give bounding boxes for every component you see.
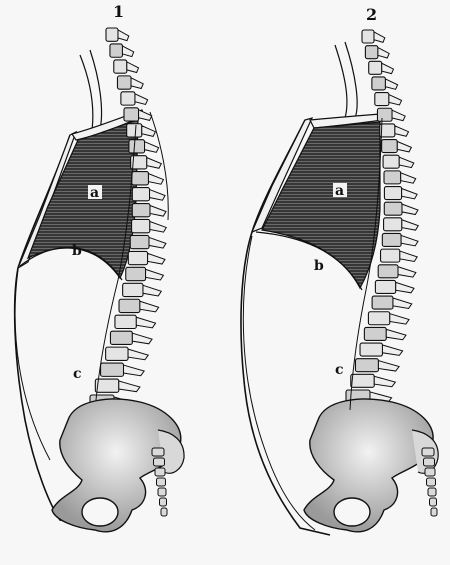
figure-1-vertebra: [106, 28, 118, 41]
figure-2-vertebra: [372, 296, 393, 309]
figure-1-label-a: a: [90, 185, 99, 201]
figure-1-coccyx-segment: [161, 508, 167, 516]
figure-2-number: 2: [366, 5, 377, 24]
figure-2-coccyx-segment: [424, 458, 435, 466]
figure-2-vertebra: [377, 108, 392, 121]
figure-2-vertebra: [351, 374, 374, 387]
figure-1-vertebra: [132, 188, 149, 201]
figure-2-coccyx-segment: [431, 508, 437, 516]
figure-2-vertebra: [364, 327, 386, 340]
figure-1-vertebra: [95, 379, 118, 392]
figure-1-vertebra: [126, 267, 146, 280]
figure-1-vertebra: [114, 60, 127, 73]
figure-1-vertebra: [110, 44, 123, 57]
figure-2-vertebra: [381, 249, 400, 262]
figure-1-vertebra: [119, 299, 140, 312]
figure-2-coccyx-segment: [427, 478, 436, 486]
figure-1-label-b: b: [72, 243, 82, 259]
figure-2-label-c: c: [335, 362, 344, 378]
figure-1-label-c: c: [73, 366, 82, 382]
figure-2-vertebra: [372, 77, 386, 90]
figure-1-vertebra: [106, 347, 128, 360]
figure-1-vertebra: [123, 283, 143, 296]
figure-1-vertebra: [110, 331, 132, 344]
figure-1-coccyx-segment: [155, 468, 165, 476]
figure-2-vertebra: [368, 312, 389, 325]
figure-2-vertebra: [383, 155, 399, 168]
figure-1-vertebra: [132, 219, 150, 232]
figure-1-coccyx-segment: [158, 488, 166, 496]
figure-1-vertebra: [121, 92, 135, 105]
figure-2-vertebra: [384, 218, 402, 231]
figure-2-vertebra: [369, 61, 382, 74]
figure-2-vertebra: [378, 265, 398, 278]
figure-1-vertebra: [115, 315, 136, 328]
figure-2-coccyx-segment: [422, 448, 434, 456]
figure-2-vertebra: [382, 140, 398, 153]
figure-2-vertebra: [365, 46, 378, 59]
figure-2-coccyx-segment: [428, 488, 436, 496]
figure-1-vertebra: [132, 172, 149, 185]
figure-1-vertebra: [117, 76, 131, 89]
figure-1-coccyx-segment: [154, 458, 165, 466]
figure-2-coccyx-segment: [425, 468, 435, 476]
figure-1-vertebra: [124, 108, 139, 121]
figure-1-vertebra: [101, 363, 124, 376]
figure-1-vertebra: [132, 204, 150, 217]
figure-1-vertebra: [127, 124, 142, 137]
figure-1-coccyx-segment: [160, 498, 167, 506]
figure-2-vertebra: [375, 93, 389, 106]
figure-1-vertebra: [129, 140, 145, 153]
figure-1-vertebra: [130, 235, 149, 248]
figure-2-label-b: b: [314, 258, 324, 274]
figure-2-label-a: a: [335, 183, 344, 199]
figure-1-number: 1: [113, 2, 124, 21]
figure-2-vertebra: [384, 171, 401, 184]
figure-2-vertebra: [360, 343, 382, 356]
figure-2-vertebra: [384, 202, 402, 215]
figure-2-vertebra: [362, 30, 374, 43]
figure-2-vertebra: [382, 233, 401, 246]
figure-2-vertebra: [375, 280, 395, 293]
figure-2-coccyx-segment: [430, 498, 437, 506]
figure-2-vertebra: [384, 187, 401, 200]
figure-1-coccyx-segment: [152, 448, 164, 456]
figure-1-vertebra: [128, 251, 147, 264]
figure-2-vertebra: [355, 359, 378, 372]
figure-1-coccyx-segment: [157, 478, 166, 486]
